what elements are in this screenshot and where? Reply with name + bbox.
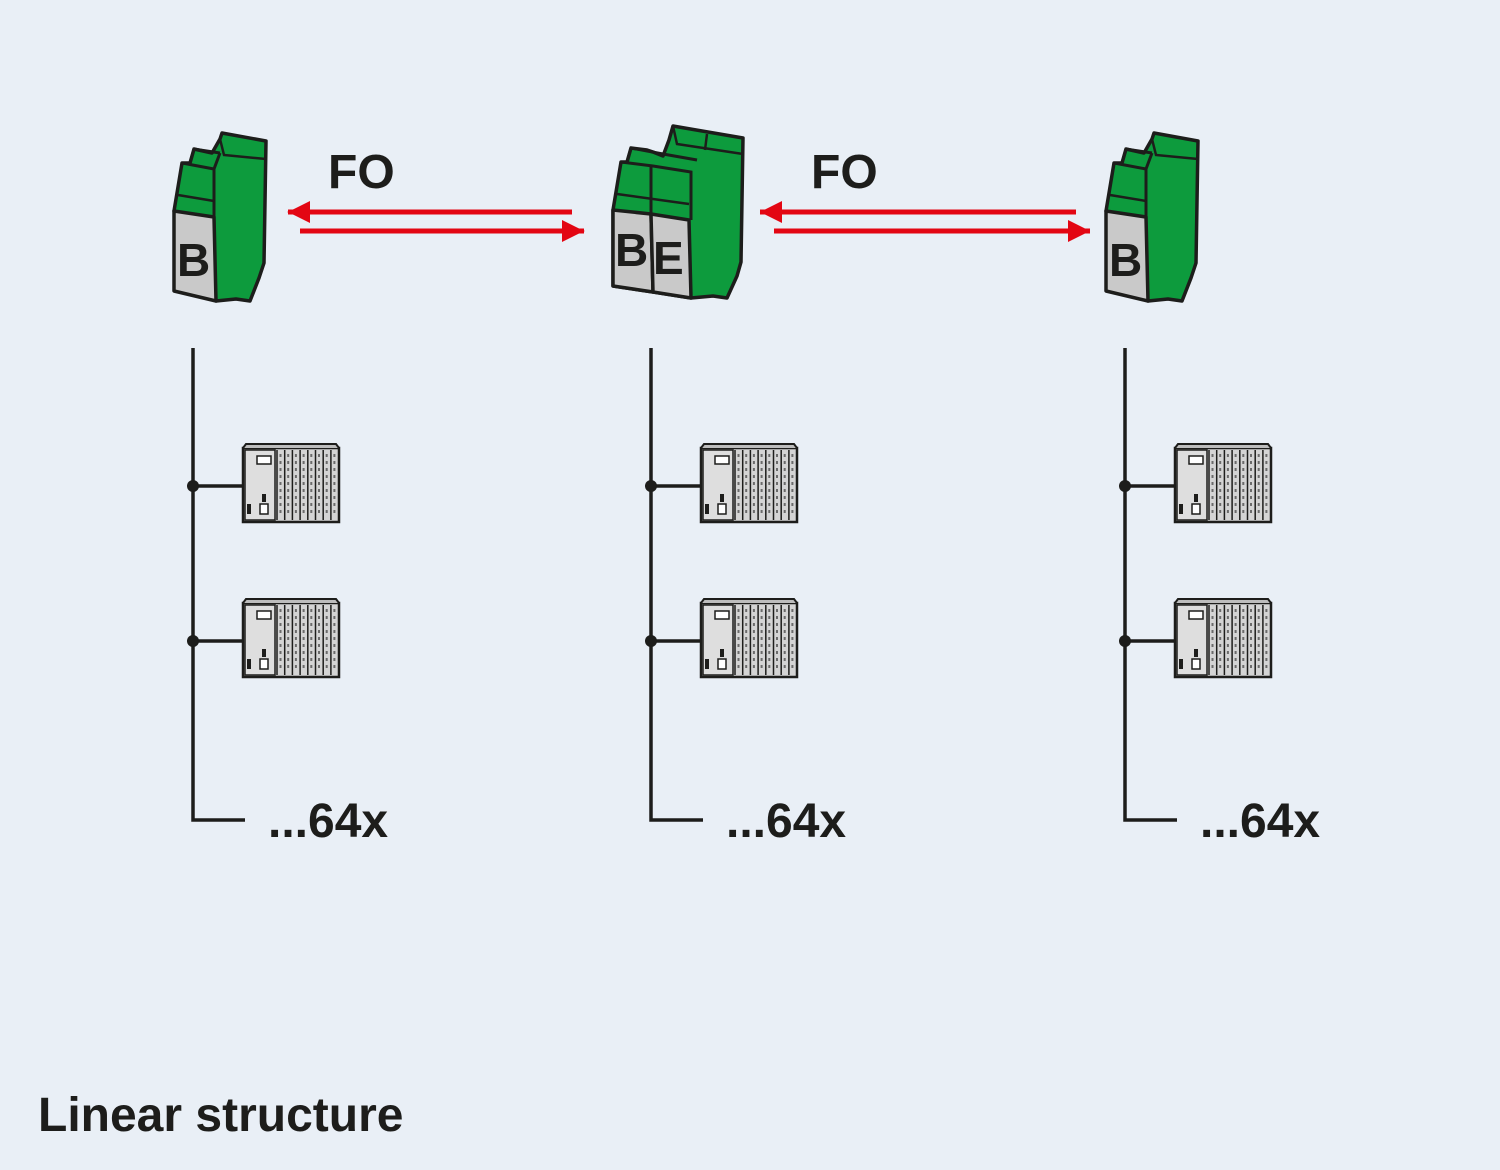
fo-link-2: FO bbox=[760, 146, 1090, 242]
io-station-icon bbox=[699, 598, 799, 679]
bus-node bbox=[645, 480, 657, 492]
bus-layer bbox=[187, 348, 1273, 822]
fo-link-1: FO bbox=[287, 146, 585, 242]
io-station-icon bbox=[1173, 598, 1273, 679]
bus-node bbox=[187, 480, 199, 492]
station-2: B E bbox=[611, 124, 745, 300]
io-station-icon bbox=[1173, 443, 1273, 524]
io-station-icon bbox=[699, 443, 799, 524]
bus-module-b: B bbox=[172, 131, 268, 303]
bus-module-b: B bbox=[1104, 131, 1200, 303]
count-label: ...64x bbox=[1200, 795, 1320, 848]
count-label: ...64x bbox=[726, 795, 846, 848]
bus-node bbox=[645, 635, 657, 647]
bus-line bbox=[649, 348, 703, 822]
io-station-icon bbox=[241, 443, 341, 524]
diagram-caption: Linear structure bbox=[38, 1089, 404, 1142]
fo-label: FO bbox=[328, 146, 395, 199]
fo-label: FO bbox=[811, 146, 878, 199]
station-3: B bbox=[1104, 131, 1200, 303]
count-label: ...64x bbox=[268, 795, 388, 848]
bus-node bbox=[187, 635, 199, 647]
io-station-icon bbox=[241, 598, 341, 679]
module-letter: E bbox=[653, 232, 684, 284]
module-letter: B bbox=[177, 234, 210, 286]
bus-line bbox=[1123, 348, 1177, 822]
bus-node bbox=[1119, 480, 1131, 492]
station-1: B bbox=[172, 131, 268, 303]
bus-node bbox=[1119, 635, 1131, 647]
bus-line bbox=[191, 348, 245, 822]
bus-module-be: B E bbox=[611, 124, 745, 300]
module-letter: B bbox=[615, 224, 648, 276]
module-letter: B bbox=[1109, 234, 1142, 286]
